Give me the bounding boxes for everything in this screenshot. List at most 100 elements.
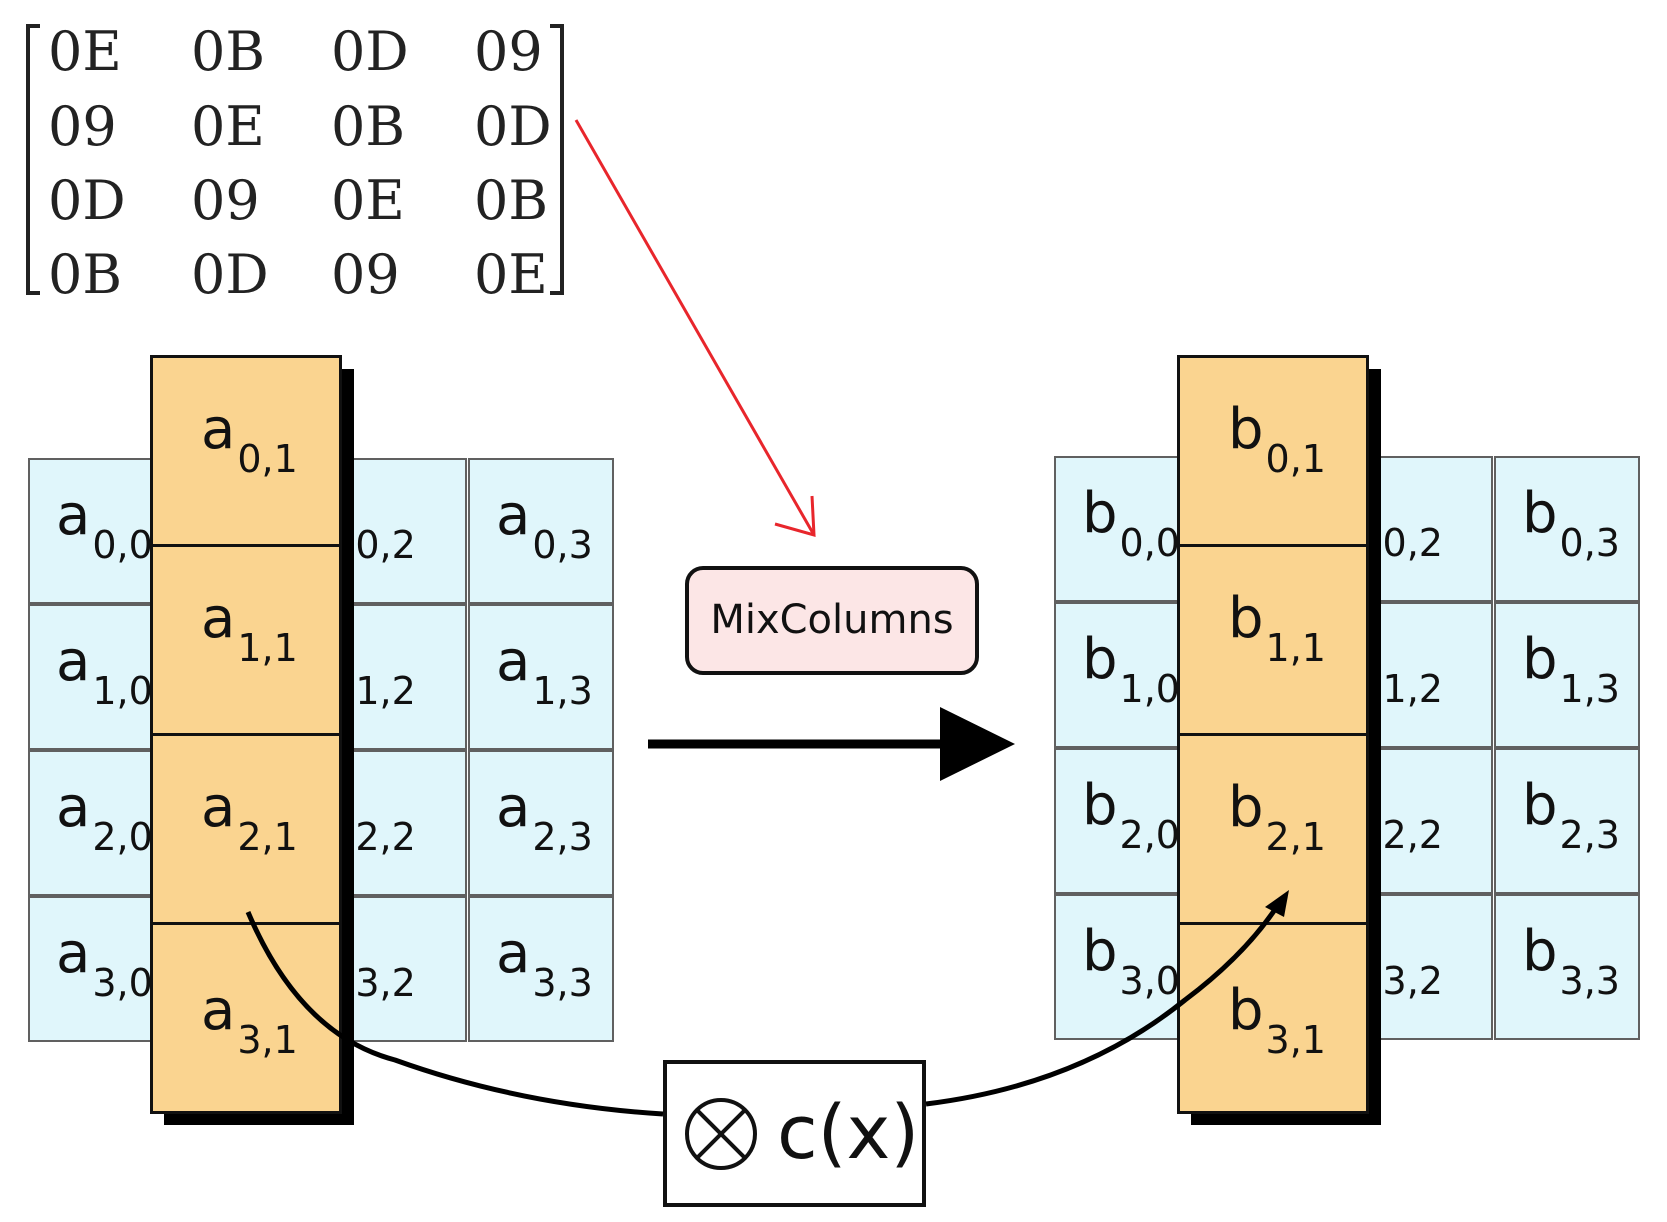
state-cell: b3,0 [1054,894,1184,1040]
cell-label: b2,3 [1522,773,1620,858]
cell-label: a1,0 [56,629,153,714]
column-mix-curve [245,911,664,1117]
column-mix-curve-out [925,903,1281,1107]
state-cell: b3,3 [1494,894,1640,1040]
cell-label: a2,3 [496,775,593,860]
cell-index: 0,2 [355,523,416,567]
cell-index: 2,1 [237,815,298,859]
multiplier-label: c(x) [777,1090,920,1176]
cell-label: b3,3 [1522,919,1620,1004]
cell-index: 3,2 [1382,959,1443,1003]
highlighted-column-cell: a0,1 [150,355,342,547]
state-cell: b1,3 [1494,602,1640,748]
cell-index: 3,2 [355,961,416,1005]
matrix-cell: 0E [48,20,122,83]
state-cell: b0,0 [1054,456,1184,602]
cell-label: a1,1 [201,586,298,671]
annotation-arrow-line [574,119,816,536]
mixcolumns-label: MixColumns [685,566,979,675]
cell-label: b0,3 [1522,481,1620,566]
cell-index: 2,3 [532,815,593,859]
highlighted-column-cell: b0,1 [1177,355,1369,547]
cell-index: 1,0 [1119,667,1180,711]
matrix-cell: 09 [474,20,543,83]
cell-index: 1,0 [92,669,153,713]
column-mix-arrow-head [1265,890,1289,917]
highlighted-column-cell: a1,1 [150,544,342,736]
matrix-left-bracket [26,24,40,295]
matrix-cell: 0E [191,95,265,158]
matrix-cell: 0D [474,95,552,158]
matrix-cell: 0D [191,243,269,306]
state-cell: a0,3 [468,458,614,604]
matrix-right-bracket [550,24,564,295]
cell-index: 1,2 [1382,667,1443,711]
cell-label: b2,0 [1082,773,1180,858]
cell-index: 2,3 [1559,813,1620,857]
highlighted-column-cell: b3,1 [1177,922,1369,1114]
matrix-cell: 0B [48,243,123,306]
cell-index: 3,3 [1559,959,1620,1003]
cell-index: 3,1 [237,1018,298,1062]
cell-index: 1,1 [1265,626,1326,670]
matrix-cell: 0B [191,20,266,83]
matrix-cell: 0D [331,20,409,83]
cell-label: a3,0 [56,921,153,1006]
highlighted-column-cell: b2,1 [1177,733,1369,925]
cell-index: 0,2 [1382,521,1443,565]
matrix-cell: 0B [474,169,549,232]
state-cell: a3,3 [468,896,614,1042]
cell-label: a0,1 [201,397,298,482]
highlighted-column-cell: b1,1 [1177,544,1369,736]
matrix-cell: 09 [48,95,117,158]
cell-label: a2,0 [56,775,153,860]
highlighted-column-cell: a3,1 [150,922,342,1114]
cell-label: a0,3 [496,483,593,568]
cell-label: b3,0 [1082,919,1180,1004]
cell-index: 3,0 [1119,959,1180,1003]
cell-label: b1,1 [1228,586,1326,671]
cell-index: 0,1 [237,437,298,481]
cell-index: 0,0 [92,523,153,567]
highlighted-column-cell: a2,1 [150,733,342,925]
cell-label: a3,1 [201,978,298,1063]
cell-label: a0,0 [56,483,153,568]
cell-label: b0,0 [1082,481,1180,566]
cell-label: a2,1 [201,775,298,860]
cell-label: a3,3 [496,921,593,1006]
cell-index: 2,0 [92,815,153,859]
transform-arrow-head [940,707,1015,781]
cell-label: b3,1 [1228,978,1326,1063]
cell-index: 1,2 [355,669,416,713]
matrix-cell: 0D [48,169,126,232]
cell-index: 1,1 [237,626,298,670]
cell-index: 2,2 [355,815,416,859]
cell-index: 0,0 [1119,521,1180,565]
matrix-cell: 09 [331,243,400,306]
state-cell: a1,0 [28,604,158,750]
cell-index: 3,0 [92,961,153,1005]
cell-label: b1,3 [1522,627,1620,712]
cell-label: b1,0 [1082,627,1180,712]
state-cell: a2,3 [468,750,614,896]
state-cell: a3,0 [28,896,158,1042]
state-cell: a0,0 [28,458,158,604]
cell-label: a1,3 [496,629,593,714]
annotation-arrow-head [774,495,816,538]
matrix-cell: 09 [191,169,260,232]
cell-index: 3,1 [1265,1018,1326,1062]
cell-index: 0,1 [1265,437,1326,481]
matrix-cell: 0E [331,169,405,232]
state-cell: b1,0 [1054,602,1184,748]
cell-index: 2,2 [1382,813,1443,857]
state-cell: a1,3 [468,604,614,750]
cell-index: 1,3 [1559,667,1620,711]
cell-index: 1,3 [532,669,593,713]
matrix-cell: 0B [331,95,406,158]
matrix-cell: 0E [474,243,548,306]
cell-label: b0,1 [1228,397,1326,482]
multiplier-box: c(x) [663,1060,926,1207]
state-cell: b2,3 [1494,748,1640,894]
circled-times-icon [685,1098,757,1170]
